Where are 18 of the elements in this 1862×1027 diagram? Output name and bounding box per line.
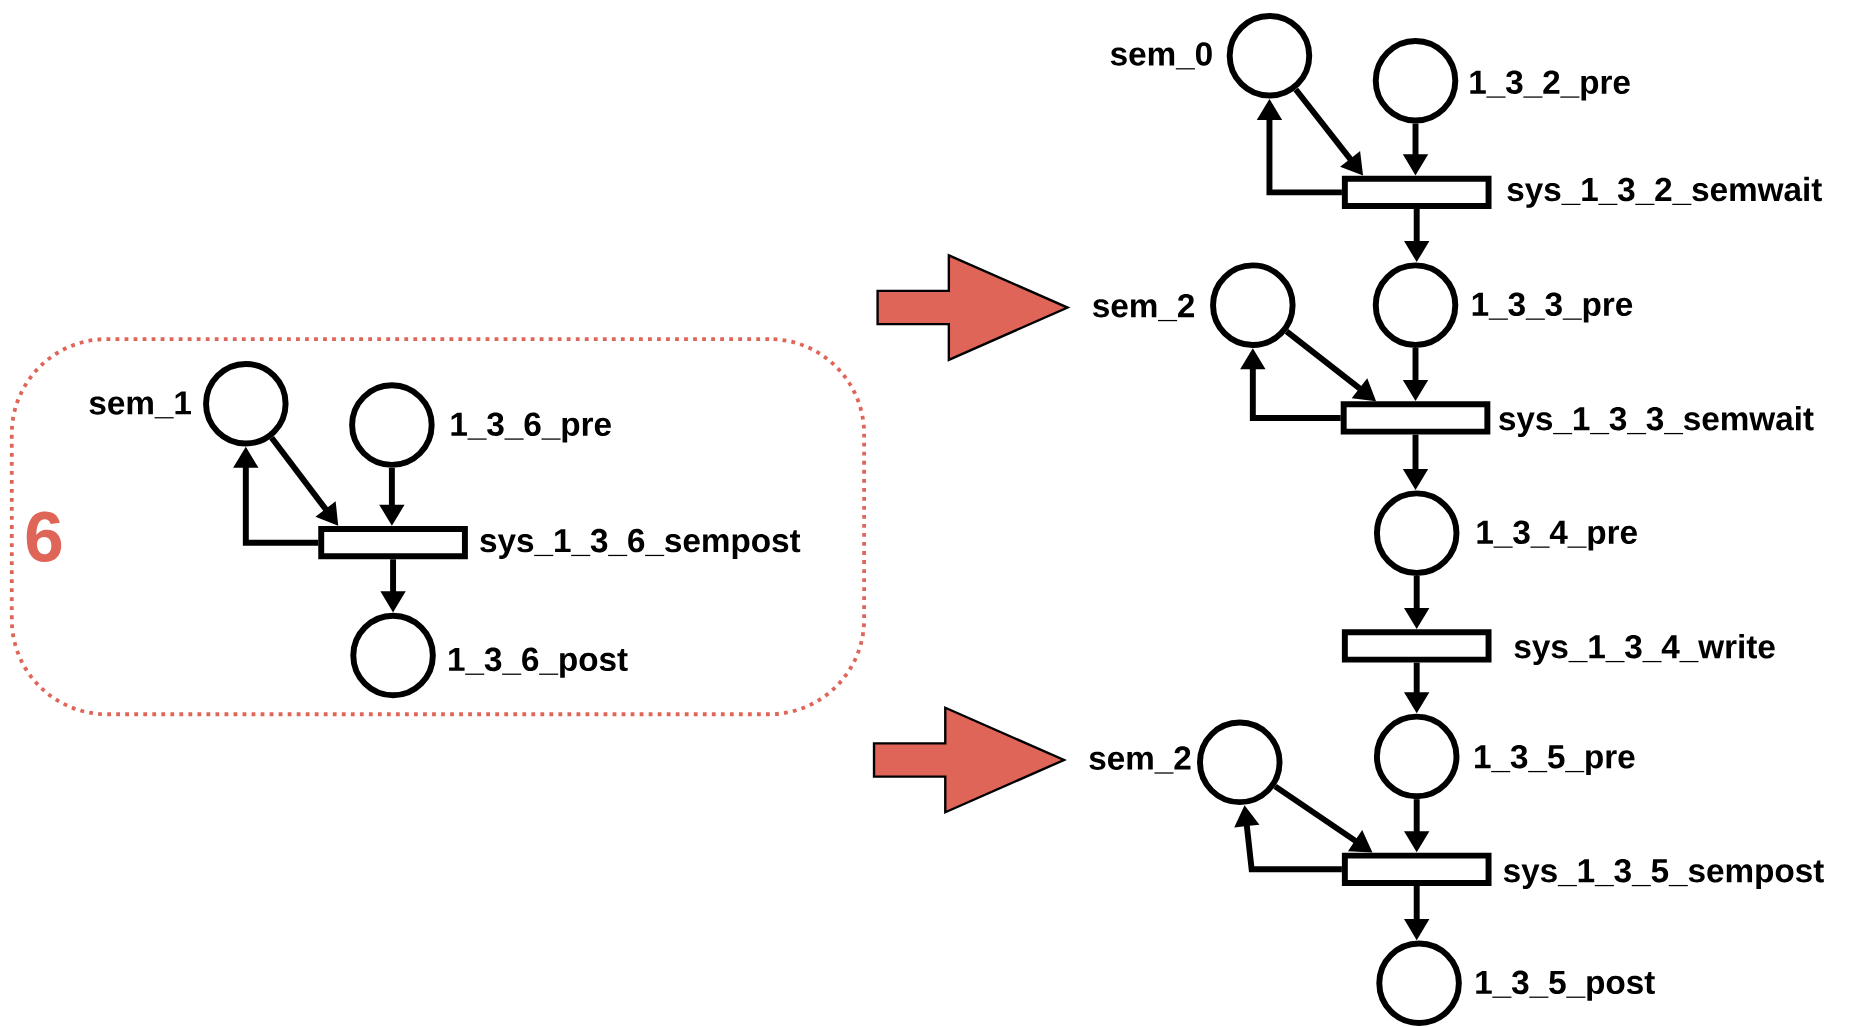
node-label: sys_1_3_5_sempost bbox=[1503, 858, 1824, 889]
node-label: sem_1 bbox=[89, 391, 191, 419]
node-label: 1_3_4_pre bbox=[1477, 520, 1637, 551]
node-label: sys_1_3_6_sempost bbox=[480, 528, 801, 559]
node-label: sys_1_3_3_semwait bbox=[1499, 405, 1814, 437]
node-label: sys_1_3_2_semwait bbox=[1507, 176, 1822, 208]
node-label: sem_2 bbox=[1089, 746, 1191, 774]
block-arrow bbox=[876, 253, 1071, 362]
node-label: 1_3_5_pre bbox=[1475, 744, 1635, 775]
node-label: 1_3_5_post bbox=[1476, 970, 1655, 1001]
node-label: 1_3_6_post bbox=[449, 647, 628, 678]
node-label: 1_3_6_pre bbox=[451, 412, 611, 443]
node-label: sem_2 bbox=[1092, 293, 1194, 322]
block-arrow bbox=[872, 705, 1067, 814]
node-label: sys_1_3_4_write bbox=[1514, 634, 1775, 665]
node-label: 1_3_3_pre bbox=[1472, 292, 1633, 323]
node-label: sem_0 bbox=[1110, 42, 1212, 70]
node-label: 1_3_2_pre bbox=[1470, 70, 1630, 101]
